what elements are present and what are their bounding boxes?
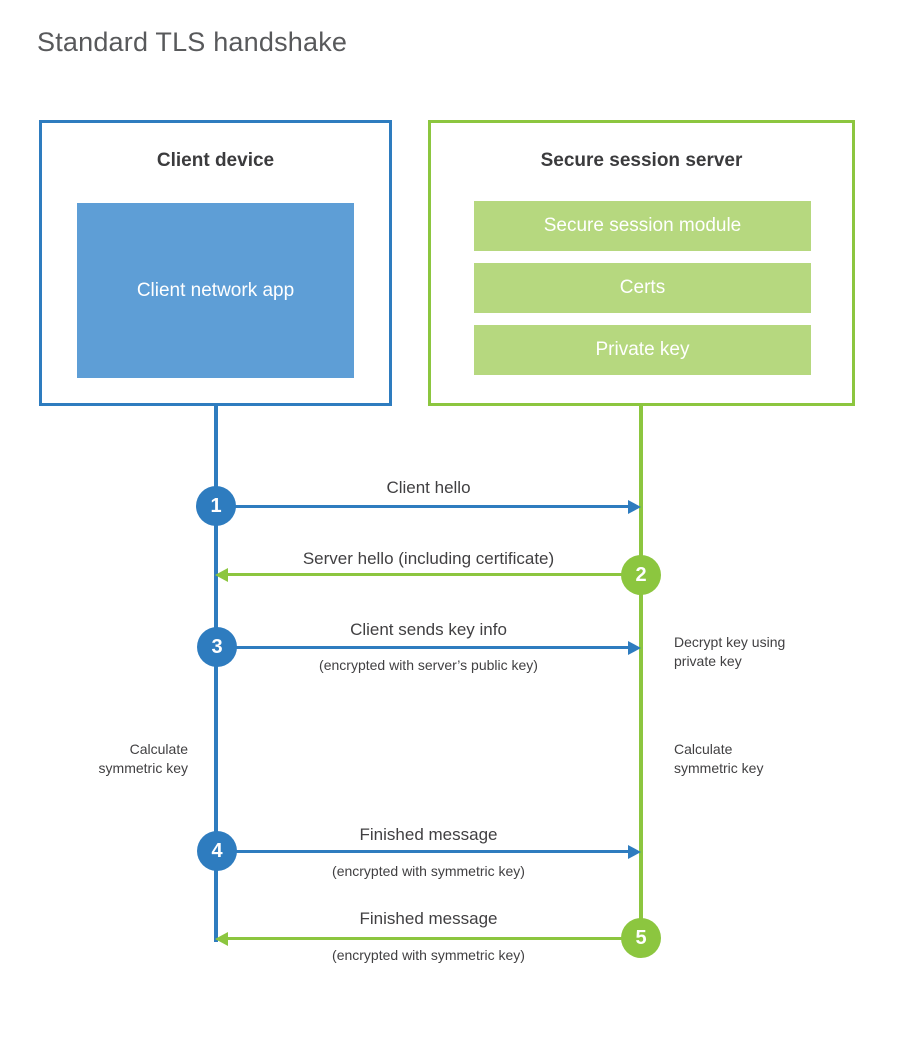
step-3-sublabel: (encrypted with server’s public key) [319,657,538,673]
step-2-arrowhead [215,568,228,582]
step-4-label: Finished message [359,825,498,844]
secure-session-server-box: Secure session server Secure session mod… [428,120,855,406]
step-5-arrowhead [215,932,228,946]
step-1-arrow-line [216,505,628,508]
step-badge-4: 4 [197,831,237,871]
note-decrypt-key: Decrypt key using private key [674,634,786,669]
step-3-arrowhead [628,641,641,655]
step-badge-2: 2 [621,555,661,595]
page-title: Standard TLS handshake [37,27,348,57]
client-network-app-block: Client network app [77,203,354,378]
step-badge-5: 5 [621,918,661,958]
step-3-arrow-line [216,646,628,649]
server-lifeline [639,405,643,940]
step-5-arrow-line [228,937,641,940]
server-module-certs: Certs [474,263,811,313]
note-calculate-symmetric-key-client: Calculate symmetric key [98,741,188,776]
server-module-private-key: Private key [474,325,811,375]
step-2-arrow-line [228,573,641,576]
step-3-label: Client sends key info [350,620,507,639]
note-calculate-symmetric-key-server: Calculate symmetric key [674,741,764,776]
step-badge-1: 1 [196,486,236,526]
step-5-label: Finished message [359,909,498,928]
step-1-arrowhead [628,500,641,514]
client-device-box: Client device Client network app [39,120,392,406]
step-1-label: Client hello [386,478,471,497]
secure-session-server-title: Secure session server [540,150,743,171]
server-module-secure-session-module: Secure session module [474,201,811,251]
step-4-arrowhead [628,845,641,859]
step-4-arrow-line [216,850,628,853]
step-4-sublabel: (encrypted with symmetric key) [332,863,525,879]
step-5-sublabel: (encrypted with symmetric key) [332,947,525,963]
client-device-title: Client device [156,150,275,171]
step-badge-3: 3 [197,627,237,667]
client-lifeline [214,405,218,942]
step-2-label: Server hello (including certificate) [302,549,555,568]
